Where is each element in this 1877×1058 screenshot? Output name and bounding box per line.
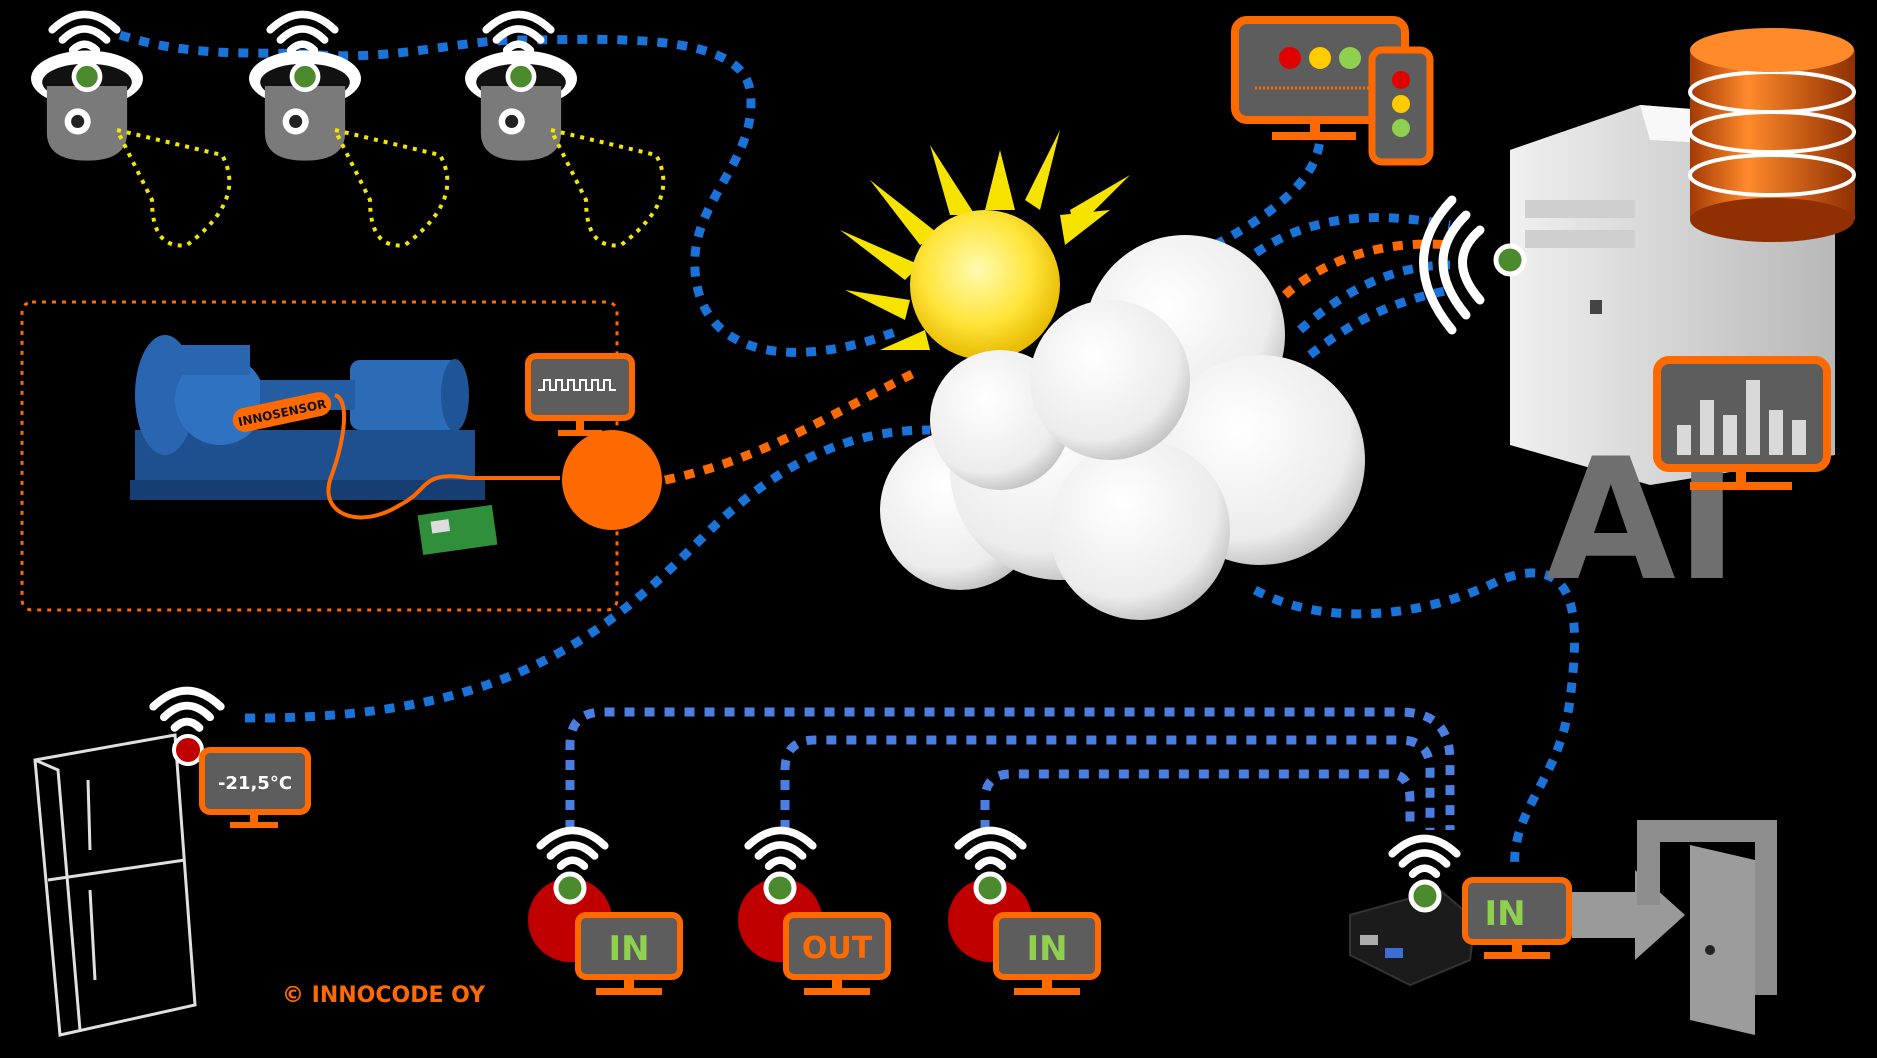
- io-node-1: IN: [528, 830, 683, 995]
- cloud-icon: [880, 235, 1365, 620]
- link-node2-to-gateway: [780, 735, 1435, 830]
- bar-chart-icon: [1653, 356, 1831, 490]
- wifi-node-icon: [973, 871, 1007, 905]
- wifi-icon: [1392, 838, 1457, 874]
- traffic-light-dashboard-icon: [1231, 16, 1434, 166]
- io-node-2-label: OUT: [802, 931, 873, 966]
- pump-panel-frame: [20, 300, 619, 612]
- fridge-temperature: -21,5°C: [218, 773, 292, 794]
- wifi-node-icon: [763, 871, 797, 905]
- camera-view-cone: [331, 127, 450, 248]
- pump-panel: INNOSENSOR: [20, 300, 662, 612]
- link-cloud-to-gateway: [1252, 568, 1580, 871]
- fridge: -21,5°C: [33, 691, 311, 1037]
- network-links: [118, 30, 1580, 871]
- sensor-board-icon: [417, 504, 498, 555]
- server-wifi: [1419, 195, 1527, 335]
- pump-node-circle: [562, 430, 662, 530]
- copyright-text: © INNOCODE OY: [282, 983, 486, 1008]
- link-cloud-to-server-3: [1307, 285, 1451, 359]
- io-node-3: IN: [948, 830, 1101, 995]
- link-cloud-to-dashboard: [1212, 134, 1325, 249]
- temperature-monitor: -21,5°C: [199, 747, 311, 828]
- database-icon: [1688, 28, 1856, 242]
- wifi-icon: [958, 830, 1023, 866]
- io-node-3-label: IN: [1026, 929, 1067, 969]
- wifi-node-icon: [553, 871, 587, 905]
- sun-icon: [840, 130, 1130, 360]
- wifi-icon: [748, 830, 813, 866]
- wifi-icon: [540, 830, 605, 866]
- link-fridge-to-cloud: [244, 425, 931, 723]
- pump-icon: [130, 335, 485, 500]
- link-node3-to-gateway: [980, 769, 1415, 830]
- fridge-icon: [33, 733, 197, 1037]
- io-node-1-label: IN: [608, 929, 649, 969]
- gateway-label: IN: [1484, 894, 1525, 934]
- camera-view-cone: [547, 127, 666, 248]
- signal-monitor-icon: [525, 353, 635, 436]
- wifi-icon: [153, 691, 220, 728]
- wifi-node-icon: [1493, 243, 1527, 277]
- camera-view-cone: [113, 127, 232, 248]
- io-node-2: OUT: [738, 830, 891, 995]
- wifi-icon: [52, 14, 117, 50]
- door-icon: [1637, 820, 1777, 1035]
- gateway: IN: [1349, 820, 1777, 1035]
- gateway-monitor: IN: [1462, 877, 1572, 959]
- link-cloud-to-server-orange: [1282, 239, 1451, 299]
- camera-3: [465, 14, 666, 248]
- wifi-icon: [486, 14, 551, 50]
- sensor-cable: [326, 393, 560, 520]
- link-node1-to-gateway: [565, 707, 1455, 830]
- link-cloud-to-server-2: [1296, 260, 1451, 334]
- wifi-node-icon: [1408, 879, 1442, 913]
- wifi-icon: [270, 14, 335, 50]
- link-cloud-to-server-1: [1237, 213, 1451, 269]
- fridge-sensor-node: [172, 734, 204, 766]
- arrow-icon: [1572, 870, 1685, 960]
